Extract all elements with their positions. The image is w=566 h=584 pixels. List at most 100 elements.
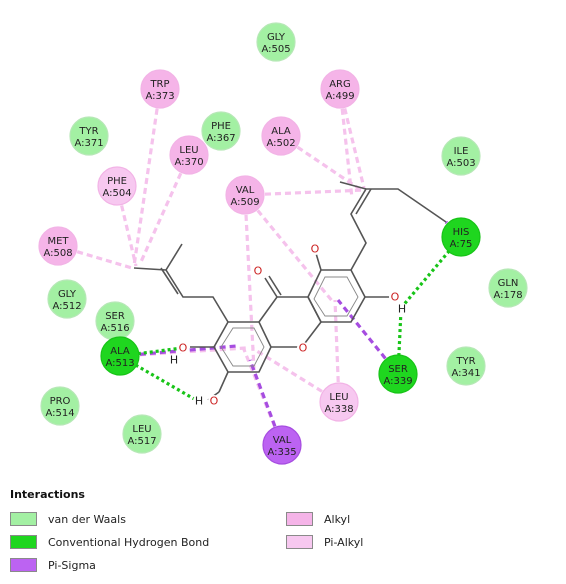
residue-id: A:505	[261, 44, 290, 55]
interaction-line-alkyl	[243, 194, 256, 371]
prenyl-right-db	[355, 188, 372, 215]
atom-bg	[309, 243, 321, 255]
residue-id: A:512	[52, 301, 81, 312]
interaction-line-alkyl	[338, 88, 354, 199]
residue-id: A:509	[230, 197, 259, 208]
legend-swatch-van-der-waals	[10, 512, 37, 526]
atom-bg	[193, 395, 205, 407]
legend-label-van-der-waals: van der Waals	[48, 512, 126, 526]
residue-name: ARG	[329, 79, 351, 90]
legend-item-van-der-waals: van der Waals	[10, 511, 126, 527]
interaction-line-alkyl	[132, 88, 162, 267]
legend-item-alkyl: Alkyl	[286, 511, 350, 527]
atom-bg	[297, 342, 309, 354]
interaction-line-hbond	[396, 309, 403, 375]
residue-id: A:339	[383, 376, 412, 387]
interaction-line-alkyl	[338, 88, 366, 189]
residue-circle	[488, 268, 528, 308]
carbonyl-bond-2	[268, 275, 282, 296]
residue-circle	[441, 217, 481, 257]
residue-name: TRP	[149, 79, 169, 90]
legend-swatch-hydrogen-bond	[10, 535, 37, 549]
residue-name: LEU	[329, 392, 348, 403]
atom-bg	[177, 342, 189, 354]
atom-label-oxygen: O	[254, 265, 263, 278]
residue-id: A:514	[45, 408, 74, 419]
legend-label-pi-sigma: Pi-Sigma	[48, 558, 96, 572]
prenyl-right-me	[339, 181, 367, 190]
residue-circle	[38, 226, 78, 266]
residue-id: A:75	[450, 239, 473, 250]
atom-bg	[168, 354, 180, 366]
residue-name: PHE	[107, 176, 127, 187]
residue-circle	[319, 382, 359, 422]
residue-id: A:338	[324, 404, 353, 415]
residue-id: A:335	[267, 447, 296, 458]
residue-id: A:508	[43, 248, 72, 259]
residue-circle	[47, 279, 87, 319]
residue-circle	[262, 425, 302, 465]
residue-id: A:499	[325, 91, 354, 102]
prenyl-left-me	[165, 243, 183, 271]
residue-name: LEU	[132, 424, 151, 435]
residue-id: A:516	[100, 323, 129, 334]
residue-name: VAL	[236, 185, 255, 196]
residue-id: A:341	[451, 368, 480, 379]
residue-name: PRO	[50, 396, 71, 407]
legend-item-hydrogen-bond: Conventional Hydrogen Bond	[10, 534, 209, 550]
atom-label-oxygen: O	[311, 243, 320, 256]
residue-circle	[122, 414, 162, 454]
residue-circle	[256, 22, 296, 62]
prenyl-left-db	[160, 267, 179, 295]
ring-c-bonds	[307, 269, 366, 323]
legend-item-pi-alkyl: Pi-Alkyl	[286, 534, 363, 550]
prenyl-right	[350, 188, 447, 271]
residue-name: ILE	[454, 146, 469, 157]
legend-label-hydrogen-bond: Conventional Hydrogen Bond	[48, 535, 210, 549]
atom-label-hydrogen: H	[195, 395, 203, 408]
residue-name: MET	[47, 236, 69, 247]
interaction-line-alkyl	[244, 188, 367, 197]
atom-label-hydrogen: H	[398, 303, 406, 316]
residue-name: VAL	[273, 435, 292, 446]
atom-label-hydrogen: H	[170, 354, 178, 367]
residue-id: A:504	[102, 188, 131, 199]
residue-id: A:503	[446, 158, 475, 169]
residue-circle	[140, 69, 180, 109]
residue-name: TYR	[455, 356, 475, 367]
residue-id: A:502	[266, 138, 295, 149]
residue-circle	[446, 346, 486, 386]
residue-name: HIS	[453, 227, 470, 238]
residue-circle	[378, 354, 418, 394]
residue-circle	[201, 111, 241, 151]
oh-bottom-bond	[218, 371, 229, 393]
legend-swatch-pi-alkyl	[286, 535, 313, 549]
ring-a-aromatic	[220, 327, 265, 367]
residue-circle	[225, 175, 265, 215]
residue-circle	[69, 116, 109, 156]
residue-circle	[320, 69, 360, 109]
legend: Interactions van der Waals Conventional …	[10, 488, 550, 582]
legend-label-alkyl: Alkyl	[324, 512, 351, 526]
atom-bg	[208, 395, 220, 407]
residue-circle	[40, 386, 80, 426]
residue-circle	[261, 116, 301, 156]
residue-id: A:178	[493, 290, 522, 301]
